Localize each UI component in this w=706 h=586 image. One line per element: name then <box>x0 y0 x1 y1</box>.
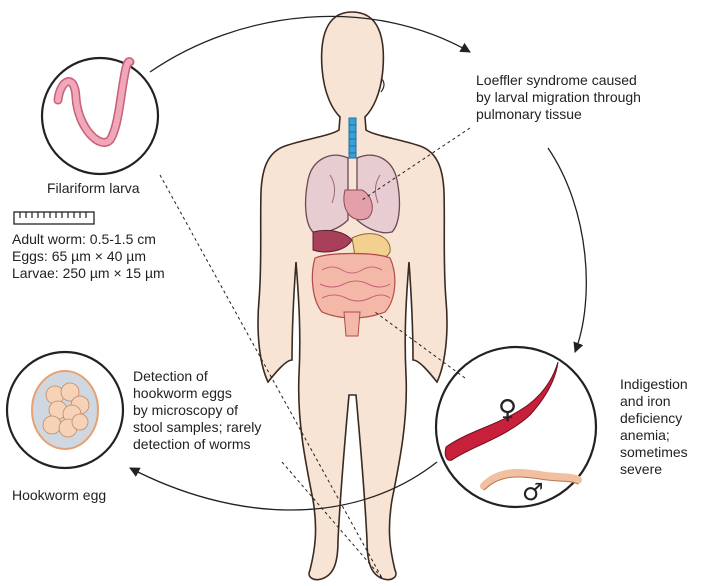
leader-egg-to-foot <box>281 461 383 579</box>
label-size-larvae: Larvae: 250 µm × 15 µm <box>12 265 165 281</box>
intestines <box>311 252 396 319</box>
ear <box>380 77 385 93</box>
label-hookworm-egg: Hookworm egg <box>12 487 107 503</box>
label-filariform-larva: Filariform larva <box>47 180 140 196</box>
rectum <box>343 311 361 337</box>
leader-larva-to-foot <box>159 174 383 579</box>
arrow-lungs-to-intestine <box>547 147 587 353</box>
human-figure <box>257 11 448 581</box>
egg-cells <box>42 382 90 438</box>
trachea <box>348 117 357 159</box>
arrow-intestine-to-egg <box>129 461 438 511</box>
adult-worms-panel <box>434 345 598 509</box>
lung-left <box>304 154 349 234</box>
label-detection: Detection of hookworm eggs by microscopy… <box>133 368 262 452</box>
arrow-larva-to-lungs <box>149 15 471 73</box>
larva-circle <box>40 56 160 176</box>
label-indigestion: Indigestion and iron deficiency anemia; … <box>620 376 688 477</box>
label-size-eggs: Eggs: 65 µm × 40 µm <box>12 248 147 264</box>
male-symbol: ♂ <box>522 478 544 506</box>
male-worm-icon <box>480 468 582 490</box>
label-size-adult: Adult worm: 0.5-1.5 cm <box>12 231 156 247</box>
size-ruler-icon <box>13 211 95 225</box>
female-worm-icon <box>444 361 559 461</box>
worms-circle <box>434 345 598 509</box>
hookworm-egg-panel <box>5 350 125 470</box>
female-symbol: ♀ <box>498 395 517 425</box>
heart <box>343 189 373 221</box>
filariform-larva-panel <box>40 56 160 176</box>
leader-worms-to-intestine <box>374 311 466 379</box>
leader-loeffler-to-lung <box>361 127 471 201</box>
label-loeffler: Loeffler syndrome caused by larval migra… <box>476 72 641 122</box>
